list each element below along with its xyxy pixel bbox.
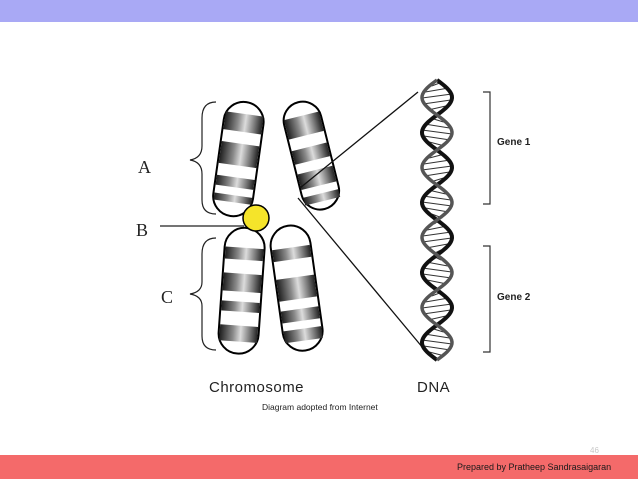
dna-base-pair (423, 195, 451, 201)
label-b: B (136, 220, 148, 240)
gene-2-label: Gene 2 (497, 292, 531, 303)
gene-1-label: Gene 1 (497, 137, 531, 148)
brace-a (189, 101, 217, 215)
dna-base-pair (422, 267, 452, 273)
bottom-banner (0, 455, 638, 479)
dna-base-pair (424, 171, 450, 177)
dna-base-pair (423, 309, 451, 315)
gene-1-bracket (483, 91, 491, 205)
label-c: C (161, 287, 173, 307)
dna-base-pair (423, 135, 451, 141)
lower-left-arm (217, 226, 266, 355)
dna-base-pair (422, 201, 452, 207)
upper-right-arm (282, 100, 341, 211)
zoom-line-upper (299, 91, 419, 189)
dna-base-pair (421, 339, 453, 345)
dna-base-pair (424, 123, 450, 129)
source-note: Diagram adopted from Internet (262, 402, 378, 412)
dna-base-pair (422, 303, 452, 309)
dna-base-pair (421, 165, 453, 171)
zoom-line-lower (297, 197, 429, 355)
dna-base-pair (422, 93, 452, 99)
dna-helix (419, 78, 455, 362)
chromosome (212, 100, 341, 355)
dna-base-pair (422, 273, 452, 279)
slide-number: 46 (590, 446, 599, 455)
top-banner (0, 0, 638, 22)
dna-caption: DNA (417, 379, 450, 396)
dna-base-pair (423, 99, 451, 105)
chromosome-caption: Chromosome (209, 379, 304, 396)
gene-2-bracket (483, 245, 491, 353)
label-a: A (138, 157, 151, 177)
dna-base-pair (423, 159, 451, 165)
centromere (242, 204, 270, 232)
lower-right-arm (269, 224, 324, 352)
dna-base-pair (422, 237, 452, 243)
dna-strand-b (420, 78, 454, 362)
dna-base-pair (423, 345, 451, 351)
dna-base-pair (421, 129, 453, 135)
upper-left-arm (212, 100, 265, 218)
dna-base-pair (425, 207, 449, 213)
dna-base-pair (424, 333, 450, 339)
dna-base-pair (422, 231, 452, 237)
brace-c (189, 237, 217, 351)
author-credit: Prepared by Pratheep Sandrasaigaran (457, 462, 612, 472)
